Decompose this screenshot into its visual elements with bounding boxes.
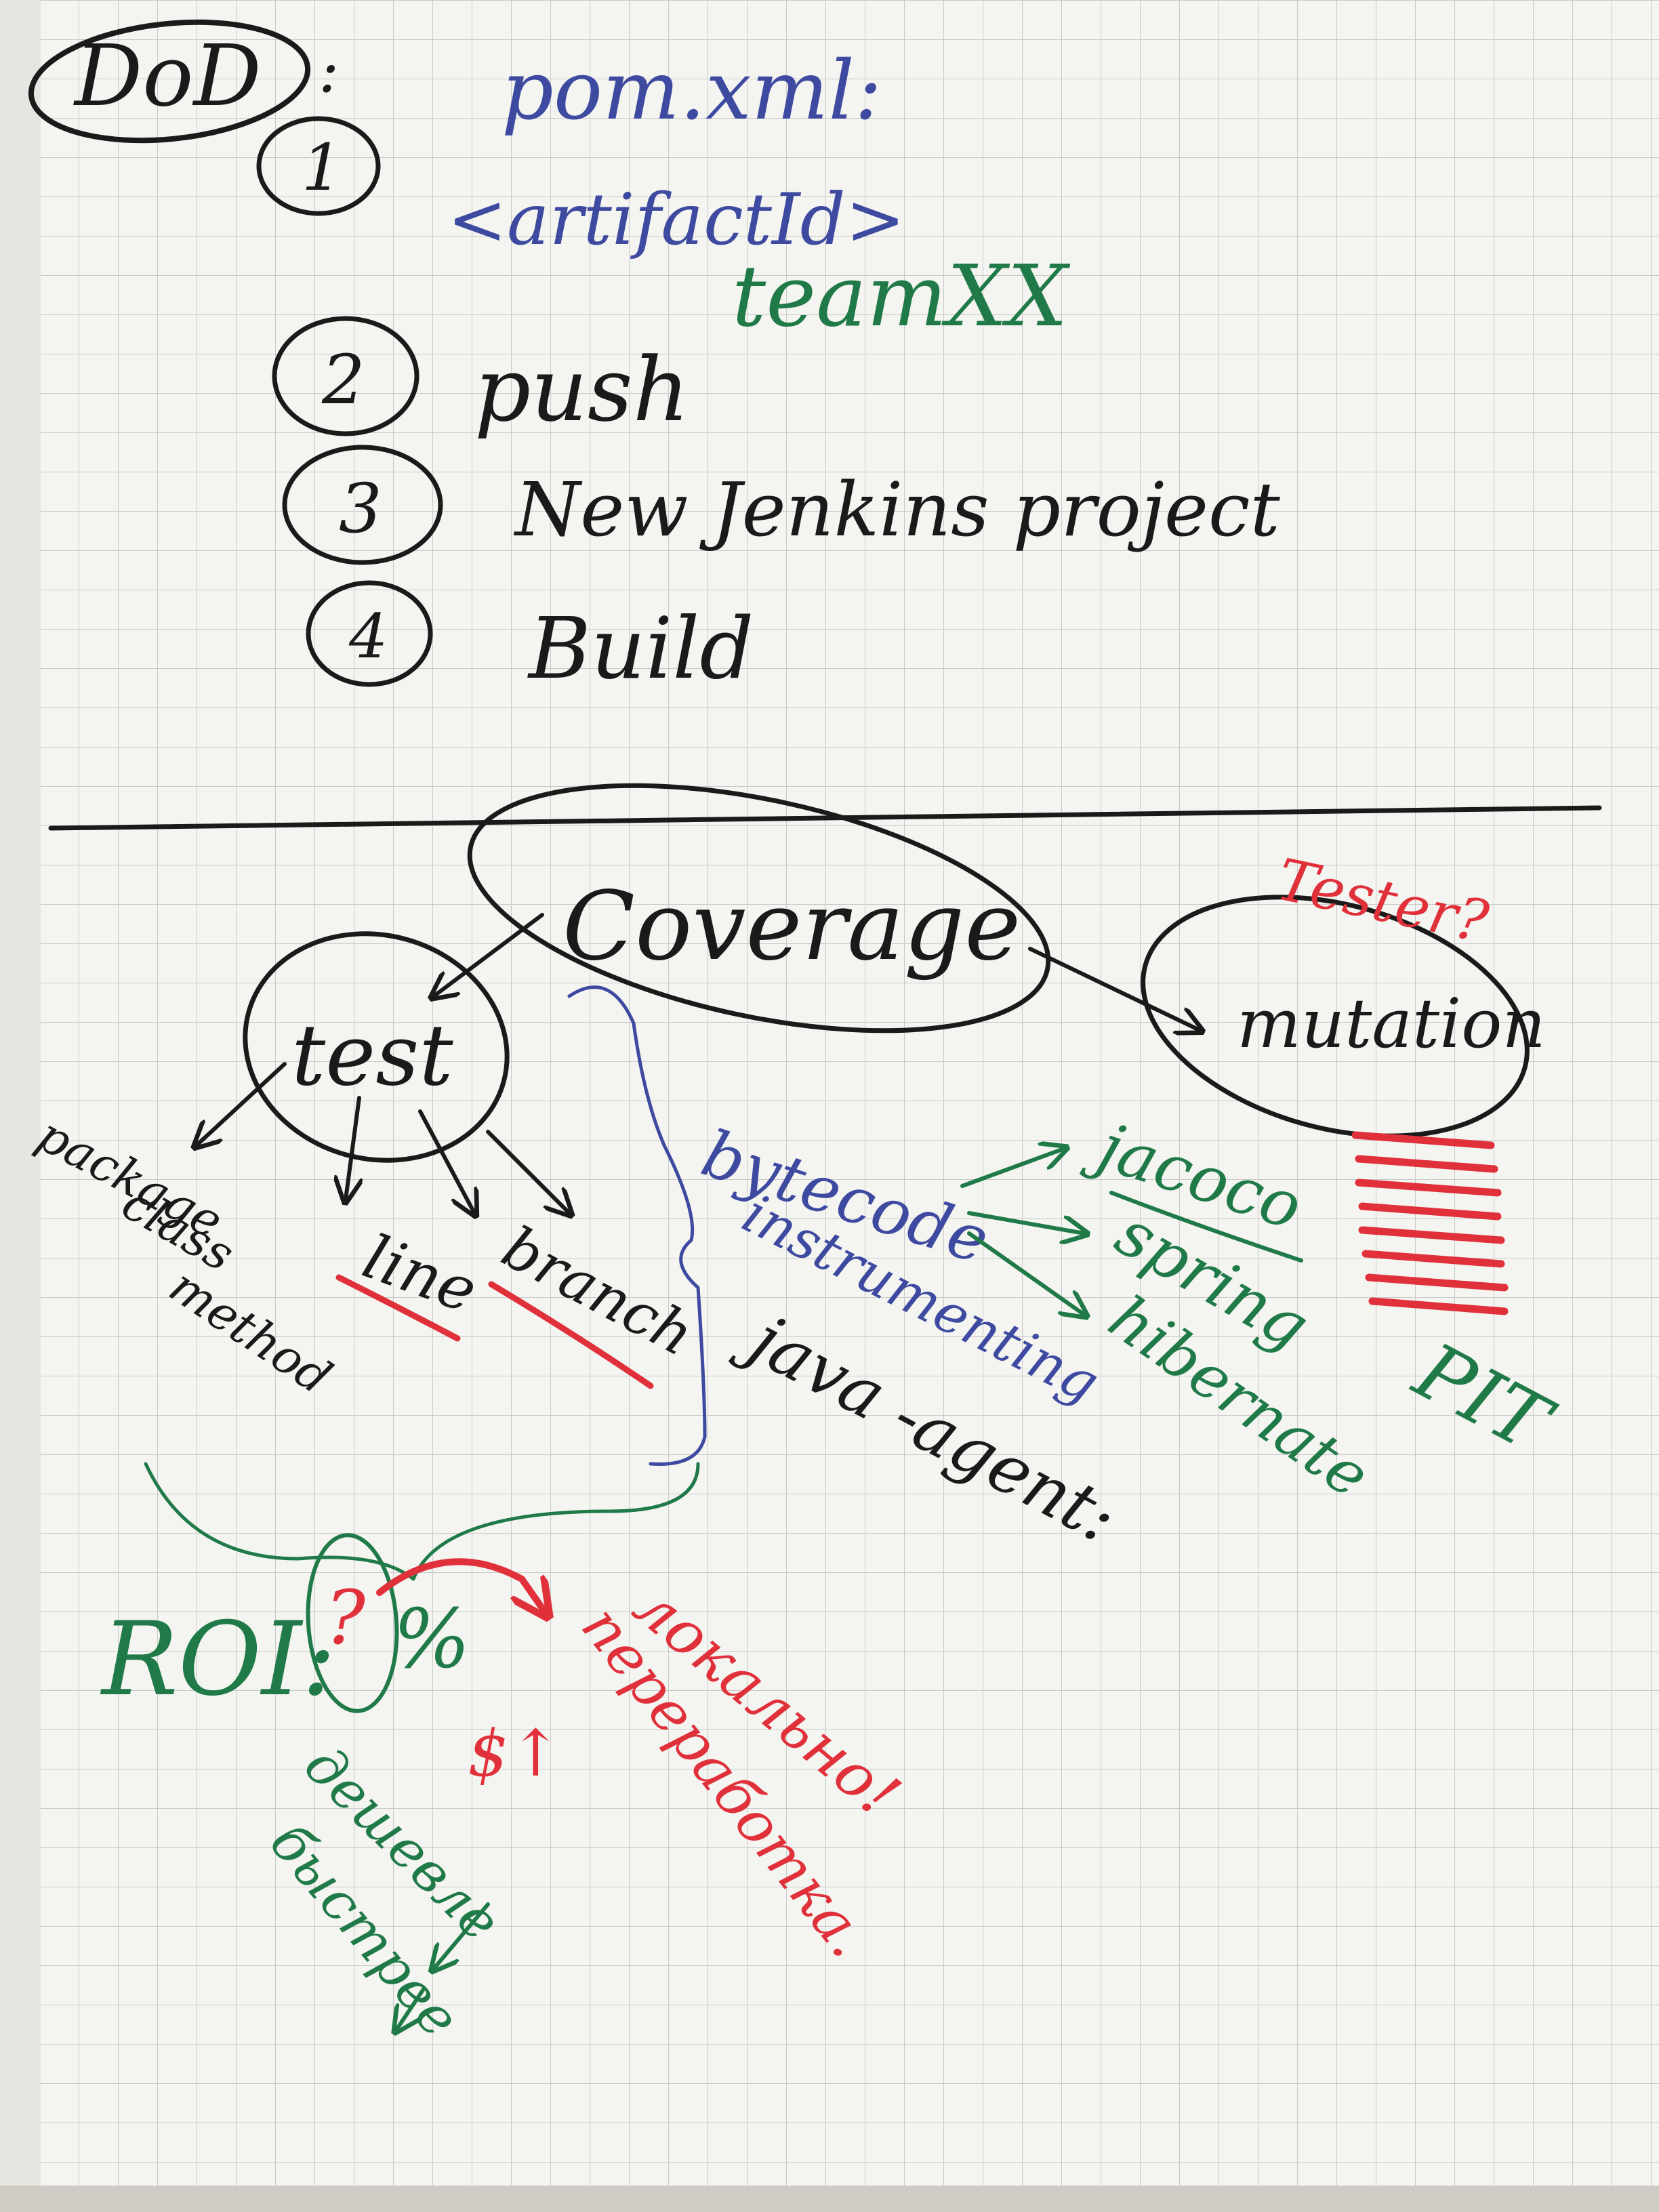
roi-green-curve: [144, 1462, 700, 1581]
arrow-test-to-branch-2: [486, 1130, 569, 1213]
step-3-text: New Jenkins project: [513, 466, 1281, 553]
roi-question-circle: [306, 1533, 399, 1713]
step-3-number: 3: [339, 469, 382, 548]
branch-underline: [488, 1281, 654, 1389]
pit-stripe: [1358, 1202, 1502, 1221]
roi-question: ?: [325, 1574, 366, 1661]
arrow-cheaper-down: [434, 1902, 490, 1969]
step-1-line-1: pom.xml:: [501, 44, 882, 138]
step-2-text: push: [474, 338, 689, 441]
paper-bottom-edge: [0, 2186, 1659, 2212]
dod-title: DoD: [73, 27, 262, 125]
pit-stripe: [1368, 1297, 1509, 1315]
roi-label: ROI:: [100, 1601, 336, 1719]
arrow-to-hibernate: [967, 1231, 1084, 1315]
paper-left-shadow: [0, 0, 41, 2212]
test-circle: [243, 931, 510, 1163]
mutation-circle: [1141, 895, 1530, 1139]
arrow-test-to-line: [346, 1096, 359, 1200]
step-2-number: 2: [321, 340, 365, 419]
arrow-coverage-to-mutation: [1028, 947, 1200, 1030]
pit-stripe: [1358, 1226, 1505, 1244]
jacoco-underline: [1109, 1191, 1303, 1263]
pit-stripe: [1351, 1131, 1495, 1149]
arrow-to-jacoco: [960, 1149, 1064, 1188]
roi-money: $↑: [468, 1717, 562, 1791]
step-2-circle: [272, 316, 419, 436]
step-3-circle: [282, 445, 443, 565]
arrow-to-spring: [967, 1211, 1084, 1233]
step-4-circle: [306, 580, 433, 687]
arrow-test-to-branch-1: [418, 1109, 474, 1213]
roi-percent: %: [393, 1593, 470, 1687]
bytecode-brace: [567, 985, 707, 1466]
step-4-text: Build: [527, 600, 754, 698]
line-underline: [335, 1274, 461, 1342]
step-1-number: 1: [302, 131, 342, 205]
coverage-root: Coverage: [562, 872, 1021, 982]
pit-stripe: [1365, 1273, 1509, 1292]
arrow-faster-down: [396, 1987, 426, 2030]
pit-stripe: [1355, 1155, 1498, 1173]
test-node: test: [291, 1006, 453, 1105]
coverage-circle: [467, 783, 1051, 1033]
arrow-coverage-to-test: [434, 913, 544, 996]
arrow-test-to-kinds: [197, 1062, 287, 1145]
step-1-circle: [256, 116, 381, 216]
roi-red-arrow: [376, 1558, 546, 1613]
section-divider: [48, 805, 1602, 831]
pit-stripes: [1351, 1131, 1509, 1315]
mutation-node: mutation: [1237, 984, 1546, 1063]
step-1-line-2: <artifactId>: [447, 178, 905, 261]
step-4-number: 4: [348, 601, 388, 672]
step-1-team: teamXX: [732, 247, 1071, 346]
pit-stripe: [1361, 1250, 1505, 1268]
dod-circle: [28, 19, 311, 144]
dod-colon: :: [319, 35, 339, 106]
pit-stripe: [1355, 1179, 1502, 1197]
